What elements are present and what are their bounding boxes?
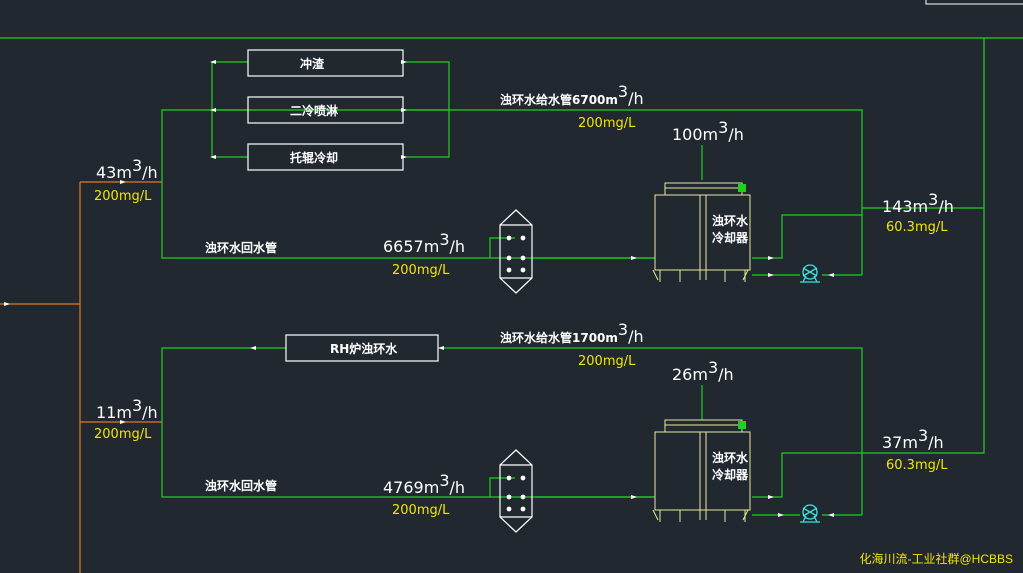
pump-top-icon [800, 264, 820, 283]
supply-pipe-top-label: 浊环水给水管6700m3/h [500, 82, 644, 108]
cooler-label-1: 浊环水 [712, 450, 749, 465]
equipment-top: 冲渣 二冷喷淋 托辊冷却 [247, 49, 404, 171]
return-top-flow: 6657m3/h [383, 230, 465, 256]
blowdown-bottom-conc: 60.3mg/L [886, 458, 948, 473]
makeup-top-flow: 43m3/h [96, 156, 158, 182]
return-pipe-top-label: 浊环水回水管 [205, 240, 277, 255]
rh-box-label: RH炉浊环水 [330, 341, 398, 356]
supply-pipe-bottom [438, 347, 863, 515]
tower-indicator [738, 184, 746, 192]
blowdown-top-flow: 143m3/h [882, 190, 954, 216]
equipment-box-slag [247, 49, 404, 77]
rh-return-pipe [161, 347, 286, 422]
cooler-label-1: 浊环水 [712, 213, 749, 228]
equipment-box-roller [247, 143, 404, 171]
supply-top-conc: 200mg/L [578, 116, 636, 131]
rh-box [285, 334, 439, 362]
supply-pipe-bottom-label: 浊环水给水管1700m3/h [500, 320, 644, 346]
makeup-bottom-flow: 11m3/h [96, 396, 158, 422]
equipment-label: 托辊冷却 [290, 150, 338, 165]
makeup-lines [0, 181, 162, 573]
equipment-box-spray [247, 96, 404, 124]
return-pipe-bottom [161, 422, 655, 498]
return-bottom-conc: 200mg/L [392, 503, 450, 518]
frame-corner [925, 0, 1023, 5]
cooler-label-2: 冷却器 [712, 467, 749, 482]
equipment-label: 冲渣 [300, 56, 325, 71]
cooler-label-2: 冷却器 [712, 230, 749, 245]
equipment-label: 二冷喷淋 [290, 103, 338, 118]
clarifier-top [499, 209, 533, 294]
watermark: 化海川流-工业社群@HCBBS [859, 551, 1013, 566]
makeup-bottom-conc: 200mg/L [94, 427, 152, 442]
return-top-conc: 200mg/L [392, 263, 450, 278]
return-bottom-flow: 4769m3/h [383, 471, 465, 497]
blowdown-riser [862, 38, 985, 454]
blowdown-bottom-flow: 37m3/h [882, 426, 944, 452]
evap-top-flow: 100m3/h [672, 118, 744, 144]
pump-bottom-icon [800, 504, 820, 523]
evap-bottom-flow: 26m3/h [672, 358, 734, 384]
supply-pipe-top [161, 109, 863, 275]
blowdown-top-conc: 60.3mg/L [886, 220, 948, 235]
supply-bottom-conc: 200mg/L [578, 354, 636, 369]
cooling-tower-top: 浊环水 冷却器 [652, 182, 751, 282]
return-pipe-bottom-label: 浊环水回水管 [205, 478, 277, 493]
green-pipes [0, 37, 1023, 516]
return-pipe-top [161, 182, 655, 259]
tower-indicator [738, 421, 746, 429]
rh-equipment: RH炉浊环水 [285, 334, 439, 362]
clarifier-bottom [499, 449, 533, 533]
makeup-top-conc: 200mg/L [94, 189, 152, 204]
cooling-tower-bottom: 浊环水 冷却器 [652, 419, 751, 522]
